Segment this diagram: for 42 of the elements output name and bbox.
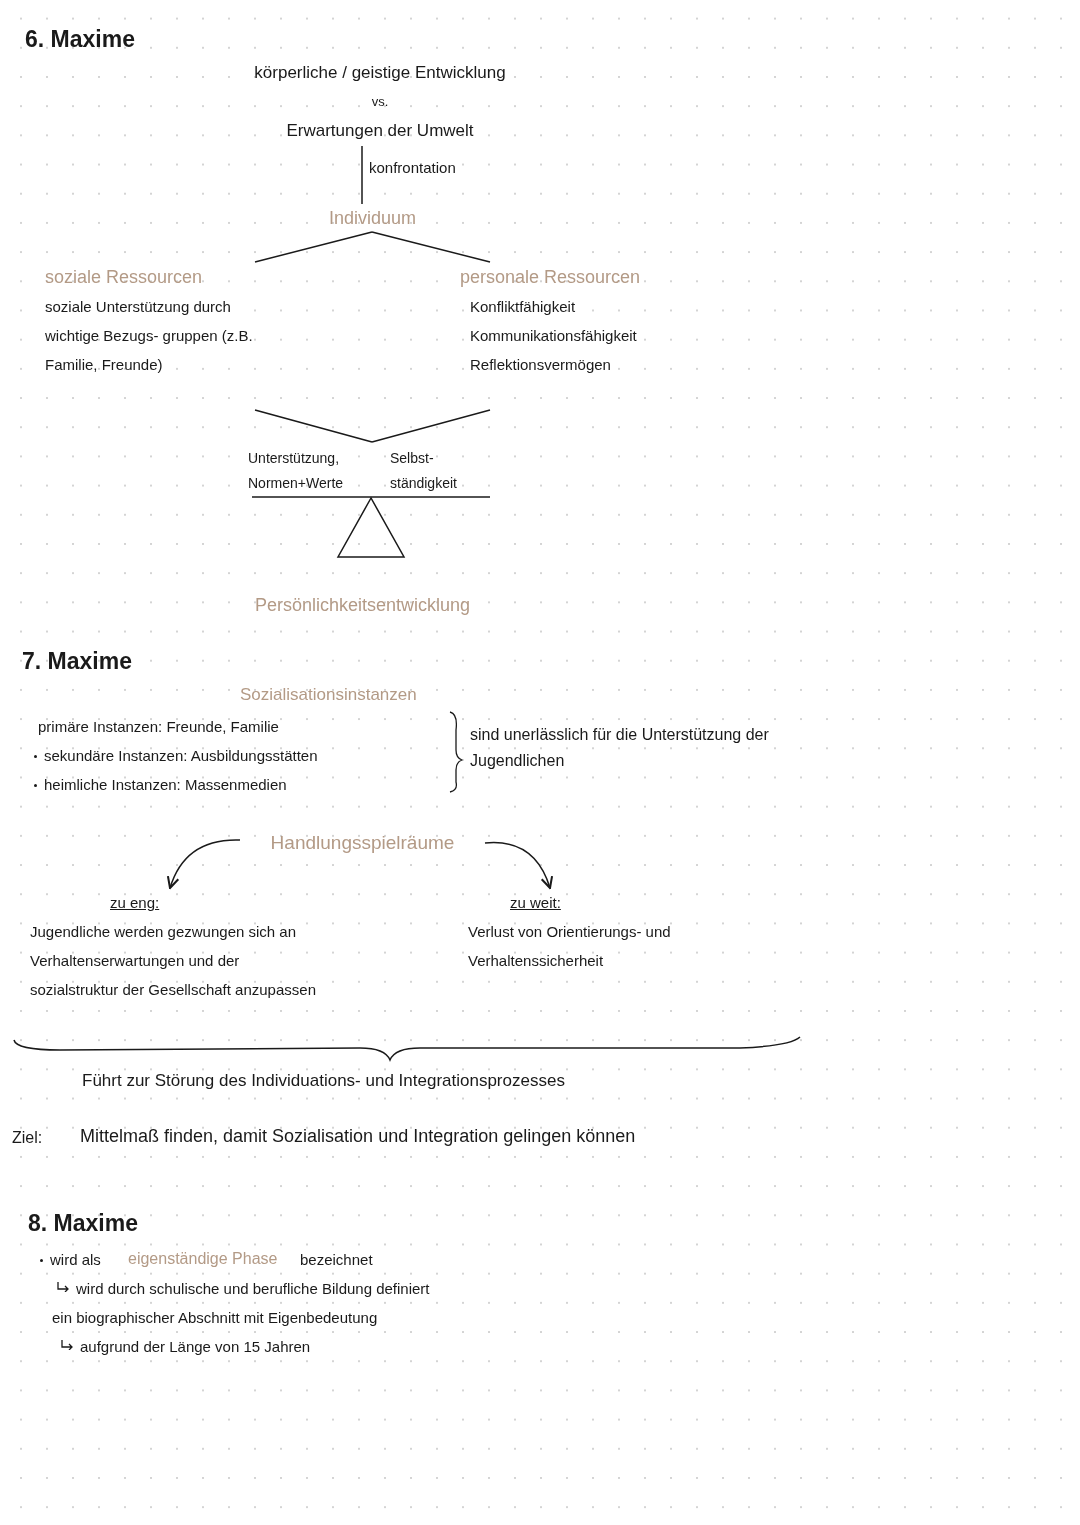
conjunction-text: vs. xyxy=(370,93,390,111)
section-heading: 6. Maxime xyxy=(25,26,135,52)
section-heading: 8. Maxime xyxy=(28,1210,138,1236)
body-text: wird durch schulische und berufliche Bildung definiert xyxy=(76,1279,430,1299)
list-item: Kommunikationsfähigkeit xyxy=(469,326,638,346)
body-text: wird als xyxy=(50,1250,101,1270)
connector-line xyxy=(361,145,363,205)
arrow xyxy=(167,839,241,889)
key-label: Ziel: xyxy=(12,1128,43,1148)
result-label: Persönlichkeitsentwicklung xyxy=(255,594,471,617)
topic-label: Sozialisationsinstanzen xyxy=(240,684,417,706)
connector-line xyxy=(254,231,373,263)
description-text: Jugendliche werden gezwungen sich an Verhaltenserwartungen und der sozialstruktur der Gesellschaft anzupassen xyxy=(30,922,317,1000)
body-text: ein biographischer Abschnitt mit Eigenbedeutung xyxy=(52,1308,378,1328)
connector-line xyxy=(371,231,491,263)
conclusion-text: Führt zur Störung des Individuations- und Integrationsprozesses xyxy=(82,1070,565,1092)
arrow xyxy=(484,841,553,889)
concept-label: Handlungsspielräume xyxy=(240,828,485,858)
section-heading: 7. Maxime xyxy=(22,648,132,674)
beam-text: Selbst- ständigkeit xyxy=(390,449,458,493)
connector-line xyxy=(254,409,373,443)
highlighted-term: eigenständige Phase xyxy=(128,1249,278,1269)
list-item: Reflektionsvermögen xyxy=(469,355,612,375)
subheading: zu weit: xyxy=(509,893,562,913)
goal-text: Mittelmaß finden, damit Sozialisation und Integration gelingen können xyxy=(80,1125,636,1148)
concept-label: Individuum xyxy=(305,204,440,232)
section-heading: soziale Ressourcen xyxy=(45,266,204,289)
body-text: bezeichnet xyxy=(300,1250,373,1270)
section-heading: personale Ressourcen xyxy=(460,266,642,289)
list-item: primäre Instanzen: Freunde, Familie xyxy=(38,717,279,737)
list-item: sekundäre Instanzen: Ausbildungsstätten xyxy=(44,746,318,766)
description-text: soziale Unterstützung durch wichtige Bezugs- gruppen (z.B. Familie, Freunde) xyxy=(45,297,254,375)
connector-line xyxy=(371,409,491,443)
list-item: heimliche Instanzen: Massenmedien xyxy=(44,775,287,795)
list-item: Konfliktfähigkeit xyxy=(469,297,577,317)
note-text: sind unerlässlich für die Unterstützung der Jugendlichen xyxy=(470,725,770,771)
topic-text: Erwartungen der Umwelt xyxy=(285,120,475,142)
body-text: aufgrund der Länge von 15 Jahren xyxy=(80,1337,311,1357)
description-text: Verlust von Orientierungs- und Verhaltenssicherheit xyxy=(468,922,672,971)
topic-text: körperliche / geistige Entwicklung xyxy=(253,62,507,84)
subheading: zu eng: xyxy=(109,893,161,913)
beam-text: Unterstützung, Normen+Werte xyxy=(248,449,345,493)
